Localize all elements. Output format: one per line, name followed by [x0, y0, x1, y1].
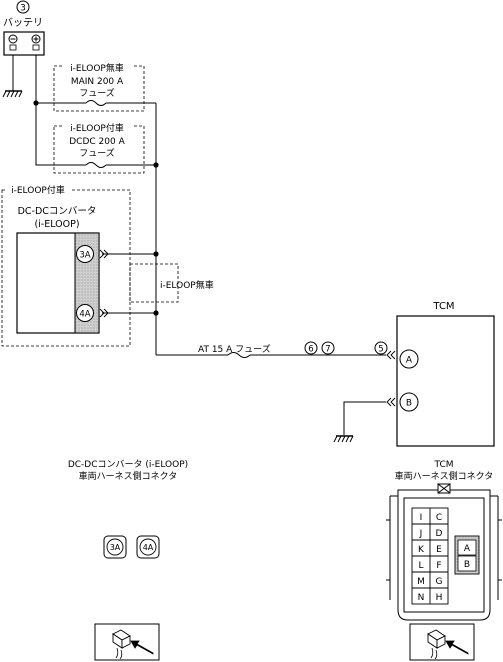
fuse-at-ref-7: 7: [321, 341, 335, 355]
battery: 3 バッテリ: [3, 0, 45, 56]
battery-label: バッテリ: [3, 17, 43, 29]
fuse-main-variant: i-ELOOP無車: [70, 62, 124, 74]
svg-text:M: M: [417, 577, 425, 587]
battery-ground-symbol: [2, 55, 23, 98]
tcm-pin-b-label: B: [406, 399, 412, 409]
tcm-pin-a: A: [399, 349, 419, 369]
fuse-main-name: MAIN 200 A: [71, 77, 124, 87]
svg-text:H: H: [436, 593, 443, 603]
converter-pin-4a-label: 4A: [79, 310, 90, 320]
svg-text:G: G: [436, 577, 443, 587]
connector-right-grid: [411, 507, 449, 605]
connector-right-housing: [386, 483, 502, 621]
converter-pin-3a: 3A: [76, 245, 94, 263]
svg-text:L: L: [418, 561, 423, 571]
connector-right-view-icon: [409, 623, 475, 661]
tcm-connector-marks: [386, 350, 396, 407]
tcm-title: TCM: [432, 301, 454, 312]
fuse-dcdc-variant: i-ELOOP付車: [70, 122, 124, 134]
svg-text:F: F: [436, 561, 441, 571]
svg-text:5: 5: [378, 345, 383, 355]
battery-minus-terminal: [8, 34, 18, 51]
connector-right-title: TCM: [433, 460, 453, 470]
fuse-dcdc-symbol: [85, 161, 107, 169]
converter-connector-marks: [99, 249, 109, 318]
tcm-ground-symbol: [333, 435, 354, 443]
tcm-ref-5: 5: [374, 341, 388, 355]
svg-text:I: I: [420, 513, 423, 523]
connector-right-pin-labels: I C J D K E L F M G N H: [417, 513, 442, 603]
connector-left-pin-4a: 4A: [143, 543, 154, 552]
svg-text:6: 6: [308, 345, 313, 355]
tcm-pin-b: B: [399, 392, 419, 412]
connector-left-face: 3A 4A: [103, 535, 160, 559]
bypass-label: i-ELOOP無車: [160, 279, 214, 291]
battery-ref-circle: [16, 0, 30, 14]
tcm-pin-a-label: A: [406, 356, 413, 366]
svg-text:7: 7: [325, 345, 330, 355]
svg-text:E: E: [436, 545, 442, 555]
fuse-at-name: AT 15 A フューズ: [198, 343, 271, 355]
fuse-at-symbol: [227, 352, 251, 358]
svg-text:N: N: [418, 593, 425, 603]
connector-left-subtitle: 車両ハーネス側コネクタ: [79, 470, 178, 482]
battery-plus-terminal: [31, 34, 41, 51]
svg-text:J: J: [419, 529, 423, 539]
fuse-main-type: フューズ: [79, 87, 115, 99]
battery-ref: 3: [20, 4, 26, 14]
converter-pin-4a: 4A: [76, 304, 94, 322]
connector-left-view-icon: [94, 623, 160, 661]
connector-right-pin-a: A: [464, 544, 471, 554]
junction-dots: [33, 100, 159, 316]
connector-right-pin-b: B: [464, 560, 470, 570]
connector-left-title: DC-DCコンバータ (i-ELOOP): [68, 459, 188, 470]
svg-text:D: D: [436, 529, 443, 539]
svg-text:K: K: [418, 545, 425, 555]
connector-right-ab-block: A B: [454, 535, 480, 575]
fuse-dcdc-type: フューズ: [79, 147, 115, 159]
tcm-box: [396, 315, 495, 447]
connector-left-pin-3a: 3A: [110, 543, 121, 552]
fuse-main-symbol: [85, 99, 107, 107]
svg-text:C: C: [436, 513, 442, 523]
fuse-dcdc-name: DCDC 200 A: [69, 137, 125, 147]
converter-name: DC-DCコンバータ: [18, 206, 97, 217]
converter-pin-3a-label: 3A: [79, 251, 90, 261]
connector-right-subtitle: 車両ハーネス側コネクタ: [395, 470, 494, 482]
converter-variant: i-ELOOP付車: [11, 184, 65, 196]
converter-subname: (i-ELOOP): [34, 219, 79, 230]
fuse-at-ref-6: 6: [304, 341, 318, 355]
